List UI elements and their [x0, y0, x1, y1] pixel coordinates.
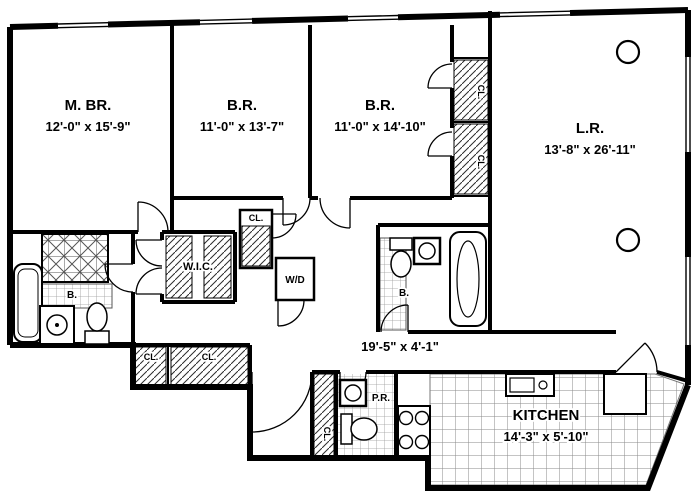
bath2-toilet [389, 237, 413, 278]
master-bedroom-dims: 12'-0" x 15'-9" [45, 119, 130, 134]
powder-room-label: P.R. [372, 393, 390, 404]
fixtures [13, 39, 647, 457]
washer-dryer-box [274, 256, 316, 302]
hall-closet-label: CL. [249, 213, 264, 223]
bedroom2-label: B.R. [227, 97, 257, 114]
powder-room-toilet [340, 413, 378, 445]
hall-closet-box [238, 208, 274, 270]
living-room-label: L.R. [576, 120, 604, 137]
master-bath-tub [13, 263, 43, 343]
kitchen-sink [505, 373, 555, 397]
wall-top [9, 7, 689, 30]
door-swings [104, 63, 658, 433]
windows [57, 10, 691, 345]
powder-room-sink [338, 378, 368, 408]
hallway-dims: 19'-5" x 4'-1" [361, 339, 439, 354]
bath2-tub [449, 231, 487, 327]
entry-closet-label: CL. [322, 427, 332, 442]
bedroom3-dims: 11'-0" x 14'-10" [334, 119, 426, 134]
kitchen-label: KITCHEN [513, 407, 580, 424]
bedroom3-closet-top-label: CL. [476, 85, 486, 100]
wic-hatch-left [165, 235, 193, 299]
hall-closet-hatch [241, 225, 271, 267]
kitchen-dims: 14'-3" x 5'-10" [503, 429, 588, 444]
bottom-closet-right-hatch [170, 346, 249, 386]
column-top [615, 39, 641, 65]
wall-bottom [10, 342, 691, 491]
closet-hatching [134, 59, 489, 457]
bath2-sink [412, 236, 442, 266]
bedroom3-closet-bottom-label: CL. [476, 155, 486, 170]
walls [7, 7, 691, 491]
bedroom3-label: B.R. [365, 97, 395, 114]
washer-dryer-label: W/D [285, 275, 304, 286]
column-bottom [615, 227, 641, 253]
labels: M. BR. 12'-0" x 15'-9" B.R. 11'-0" x 13'… [45, 83, 636, 446]
bottom-closet-right-label: CL. [202, 352, 217, 362]
master-bedroom-label: M. BR. [65, 97, 112, 114]
living-room-dims: 13'-8" x 26'-11" [544, 142, 636, 157]
bedroom2-dims: 11'-0" x 13'-7" [200, 119, 284, 134]
wic-label: W.I.C. [183, 261, 213, 273]
master-bath-toilet [84, 302, 110, 345]
bath2-label: B. [399, 288, 409, 299]
walls-interior [10, 11, 689, 458]
master-bath-sink [39, 305, 75, 345]
kitchen-counter [603, 373, 647, 415]
master-bath-label: B. [67, 290, 77, 301]
entry-closet-hatch [313, 373, 335, 457]
walls-interior-thin [167, 57, 490, 385]
master-bath-shower [41, 233, 109, 283]
wic-hatch-right [203, 235, 232, 299]
bedroom3-closet-bottom-hatch [453, 123, 489, 195]
stove [397, 405, 431, 457]
bottom-closet-left-label: CL. [144, 352, 159, 362]
